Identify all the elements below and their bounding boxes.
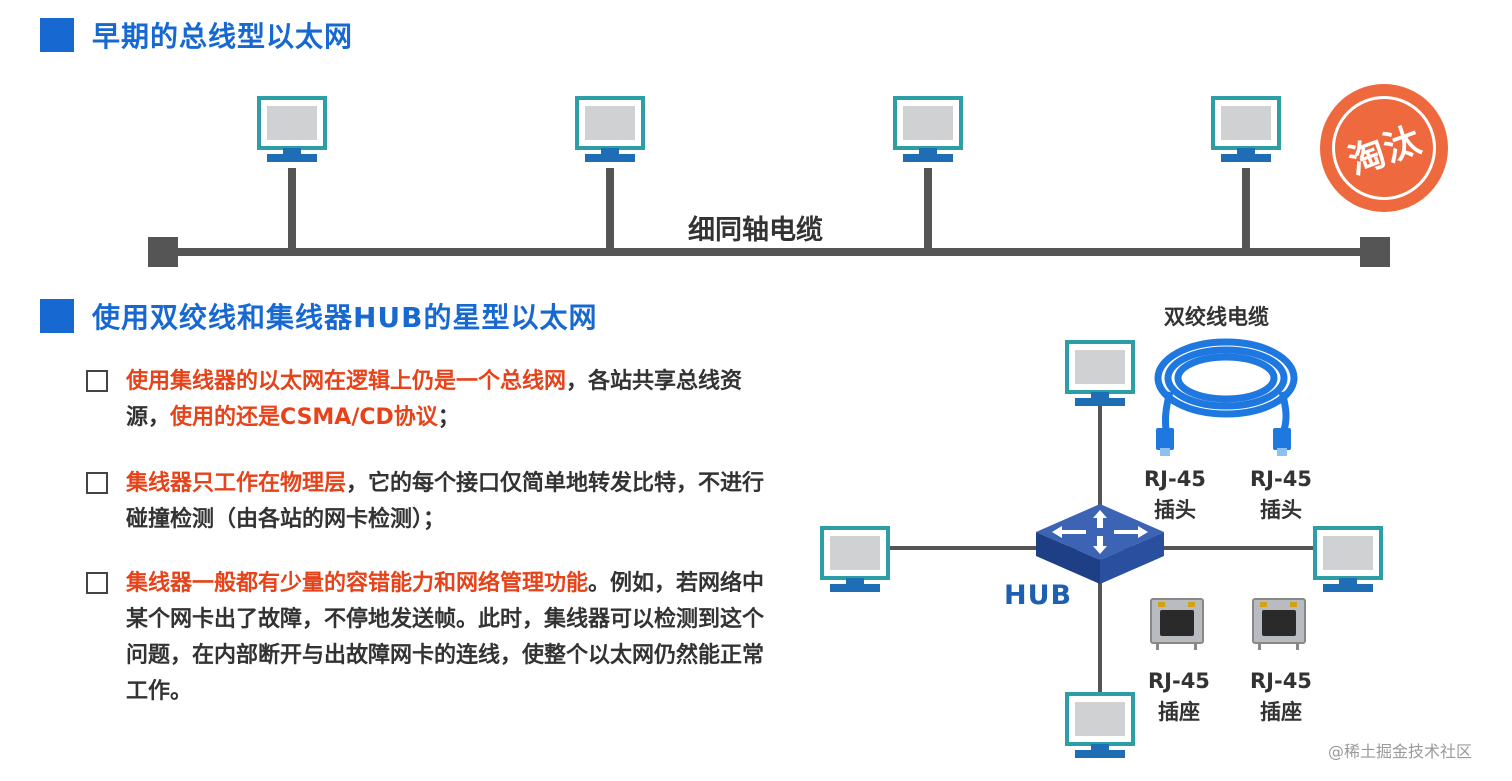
watermark: @稀土掘金技术社区 <box>1328 742 1473 761</box>
rj45-socket-label-right: RJ-45 插座 <box>1250 669 1312 724</box>
section-title-bus: 早期的总线型以太网 <box>92 20 354 53</box>
stamp-text: 淘汰 <box>1343 119 1427 184</box>
bullet-text: 集线器只工作在物理层，它的每个接口仅简单地转发比特，不进行碰撞检测（由各站的网卡… <box>126 471 765 532</box>
heading-bullet-square <box>40 299 74 333</box>
rj45-plug-label-left: RJ-45 插头 <box>1144 467 1206 522</box>
bus-computer-2-icon <box>575 96 645 164</box>
bullet-text: 使用集线器的以太网在逻辑上仍是一个总线网，各站共享总线资源，使用的还是CSMA/… <box>126 369 743 430</box>
star-network <box>820 338 1383 760</box>
section-heading-bus: 早期的总线型以太网 <box>40 15 353 55</box>
hub-label: HUB <box>1004 580 1073 611</box>
bus-computer-1-icon <box>257 96 327 164</box>
twisted-pair-label: 双绞线电缆 <box>1164 305 1269 329</box>
rj45-cable-icon <box>1154 338 1298 432</box>
star-computer-bottom-icon <box>1065 692 1135 760</box>
bus-terminator-right <box>1360 237 1390 267</box>
star-computer-right-icon <box>1313 526 1383 594</box>
bus-computer-4-icon <box>1211 96 1281 164</box>
stamp-ring: 淘汰 <box>1332 96 1436 200</box>
star-computer-left-icon <box>820 526 890 594</box>
star-computer-top-icon <box>1065 340 1135 408</box>
section-heading-star: 使用双绞线和集线器HUB的星型以太网 <box>40 296 598 336</box>
bus-network <box>148 96 1390 267</box>
rj45-plug-label-right: RJ-45 插头 <box>1250 467 1312 522</box>
bus-computer-3-icon <box>893 96 963 164</box>
bullet-text: 集线器一般都有少量的容错能力和网络管理功能。例如，若网络中某个网卡出了故障，不停… <box>126 571 765 704</box>
section-title-star: 使用双绞线和集线器HUB的星型以太网 <box>92 301 598 334</box>
rj45-socket-label-left: RJ-45 插座 <box>1148 669 1210 724</box>
bullet-item-physical-layer: 集线器只工作在物理层，它的每个接口仅简单地转发比特，不进行碰撞检测（由各站的网卡… <box>86 466 766 538</box>
checkbox-icon <box>86 572 108 594</box>
checkbox-icon <box>86 370 108 392</box>
bullet-item-fault-tolerance: 集线器一般都有少量的容错能力和网络管理功能。例如，若网络中某个网卡出了故障，不停… <box>86 566 766 710</box>
bus-terminator-left <box>148 237 178 267</box>
coax-cable-label: 细同轴电缆 <box>688 215 823 246</box>
bullet-item-logical-bus: 使用集线器的以太网在逻辑上仍是一个总线网，各站共享总线资源，使用的还是CSMA/… <box>86 364 766 436</box>
heading-bullet-square <box>40 18 74 52</box>
hub-device-icon <box>1036 504 1164 584</box>
checkbox-icon <box>86 472 108 494</box>
rj45-socket-left-icon <box>1146 594 1208 650</box>
rj45-socket-right-icon <box>1248 594 1310 650</box>
obsolete-stamp: 淘汰 <box>1320 84 1448 212</box>
